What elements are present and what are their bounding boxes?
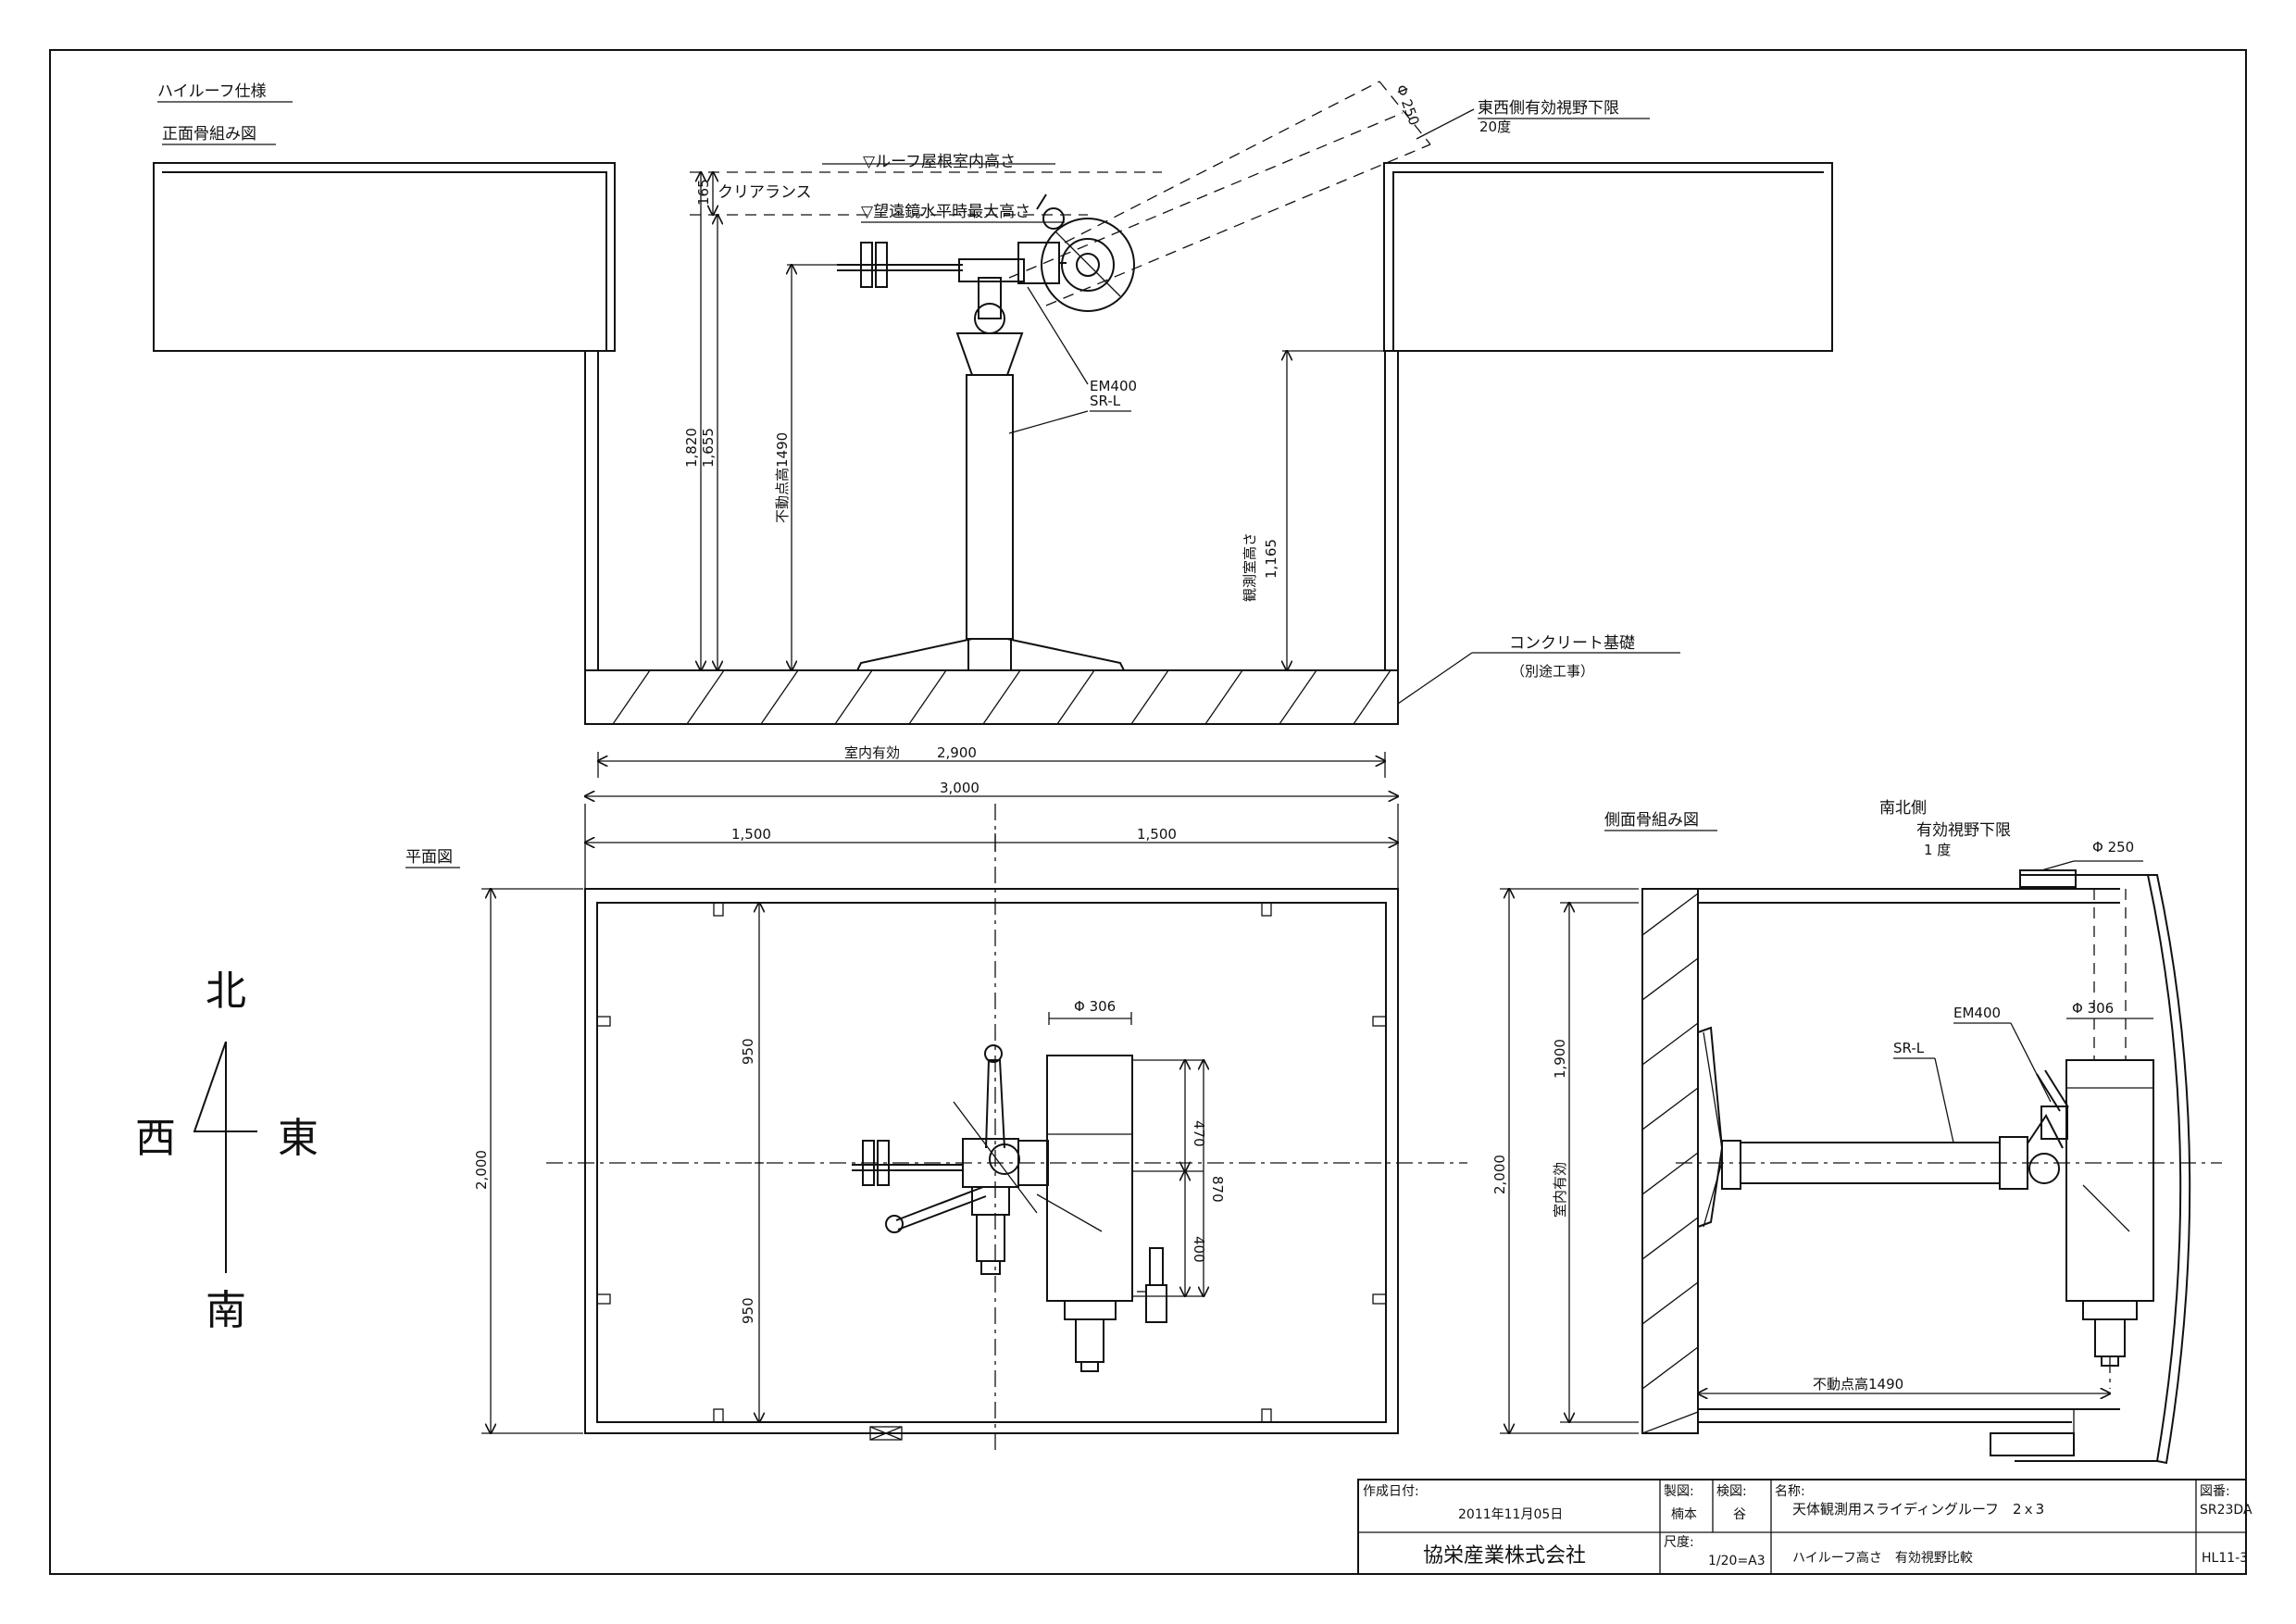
label-phi-306-plan: Φ 306	[1074, 998, 1116, 1015]
label-ew-deg: 20度	[1479, 119, 1511, 135]
dim-1500-right: 1,500	[1137, 826, 1177, 843]
side-telescope-tube	[2065, 1059, 2154, 1302]
label-obs-height: 観測室高さ	[1242, 532, 1258, 602]
label-ns-limit: 有効視野下限	[1916, 821, 2011, 840]
dim-2000-plan: 2,000	[473, 1150, 490, 1190]
title-side: 側面骨組み図	[1604, 811, 1699, 830]
label-roof-height: ▽ルーフ屋根室内高さ	[863, 153, 1016, 171]
label-separate-work: （別途工事）	[1511, 663, 1594, 680]
title-spec: ハイルーフ仕様	[157, 82, 267, 101]
dim-2000-side: 2,000	[1491, 1155, 1508, 1194]
label-concrete: コンクリート基礎	[1509, 634, 1635, 653]
dwg-no-value: SR23DA	[2200, 1503, 2252, 1518]
label-phi-250-side: Φ 250	[2092, 839, 2134, 856]
created-date: 2011年11月05日	[1458, 1507, 1563, 1522]
label-clearance: クリアランス	[718, 183, 812, 202]
scale-label: 尺度:	[1664, 1535, 1694, 1550]
label-inner-eff-front: 室内有効	[844, 744, 900, 761]
company-name: 協栄産業株式会社	[1423, 1544, 1586, 1568]
dim-3000: 3,000	[940, 780, 980, 796]
checked-label: 検図:	[1716, 1484, 1747, 1499]
checked-name: 谷	[1733, 1507, 1746, 1522]
pier-column	[966, 374, 1014, 640]
dim-470: 470	[1191, 1120, 1207, 1147]
compass-rose: 北 南 西 東	[135, 968, 318, 1334]
dim-2900: 2,900	[937, 744, 977, 761]
dim-1500-left: 1,500	[731, 826, 771, 843]
label-scope-max: ▽望遠鏡水平時最大高さ	[861, 203, 1030, 221]
compass-west: 西	[135, 1115, 176, 1162]
dim-950-top: 950	[740, 1038, 756, 1065]
label-ns-deg: 1 度	[1924, 842, 1951, 858]
dim-1900: 1,900	[1552, 1039, 1568, 1079]
dim-1655: 1,655	[700, 428, 717, 468]
name-label: 名称:	[1775, 1484, 1805, 1499]
plan-room-outer	[584, 888, 1399, 1434]
label-phi-306-side: Φ 306	[2072, 1000, 2114, 1017]
roof-panel-right	[1383, 162, 1833, 352]
front-view: ▽ルーフ屋根室内高さ クリアランス ▽望遠鏡水平時最大高さ 165 1,820 …	[153, 81, 1833, 796]
created-label: 作成日付:	[1363, 1484, 1419, 1499]
label-srl-side: SR-L	[1893, 1040, 1925, 1056]
compass-north: 北	[206, 968, 246, 1015]
label-inner-eff-side: 室内有効	[1552, 1162, 1568, 1218]
plan-telescope-tube	[1046, 1055, 1133, 1302]
dim-165: 165	[695, 179, 712, 206]
title-plan: 平面図	[406, 848, 453, 867]
compass-east: 東	[278, 1115, 318, 1162]
dim-1820: 1,820	[683, 428, 700, 468]
label-phi-250-front: Φ 250	[1392, 82, 1422, 128]
concrete-base	[584, 669, 1399, 725]
plan-room-inner	[596, 902, 1387, 1423]
drawn-name: 楠本	[1671, 1507, 1697, 1522]
scale-value: 1/20=A3	[1708, 1554, 1766, 1568]
plan-view: 1,500 1,500 950 950 2,000 Φ 306	[473, 804, 1467, 1454]
drawn-label: 製図:	[1664, 1484, 1694, 1499]
dim-400: 400	[1191, 1236, 1207, 1263]
dim-870: 870	[1209, 1176, 1226, 1203]
roof-panel-left	[153, 162, 616, 352]
title-front: 正面骨組み図	[162, 125, 256, 144]
drawing-border	[49, 49, 2247, 1575]
dim-1165: 1,165	[1263, 539, 1279, 579]
label-pivot-height: 不動点高1490	[774, 432, 791, 523]
compass-south: 南	[206, 1287, 246, 1334]
dwg-no-label: 図番:	[2200, 1484, 2230, 1499]
side-view: 南北側 有効視野下限 1 度 Φ 250 Φ 306 EM400 SR-L 2,…	[1491, 799, 2222, 1465]
label-em400-side: EM400	[1953, 1005, 2001, 1021]
label-em400-front: EM400	[1090, 378, 1137, 394]
label-ns-side: 南北側	[1879, 799, 1927, 818]
label-srl-front: SR-L	[1090, 393, 1121, 409]
label-pivot-height-side: 不動点高1490	[1813, 1376, 1903, 1393]
title-block: 作成日付: 2011年11月05日 製図: 楠本 検図: 谷 名称: 天体観測用…	[1357, 1479, 2252, 1575]
name-value: 天体観測用スライディングルーフ 2ｘ3	[1792, 1501, 2044, 1518]
sheet-code: HL11-3	[2202, 1551, 2248, 1566]
dim-950-bottom: 950	[740, 1297, 756, 1324]
label-ew-limit: 東西側有効視野下限	[1478, 99, 1619, 118]
subtitle: ハイルーフ高さ 有効視野比較	[1792, 1550, 1973, 1566]
